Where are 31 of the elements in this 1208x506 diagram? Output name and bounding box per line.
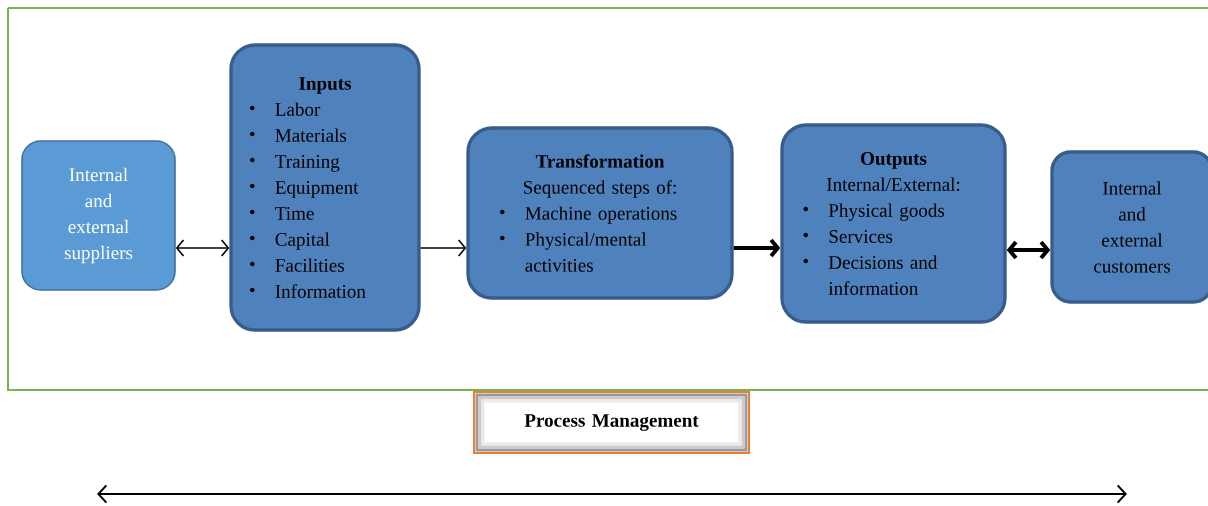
- arrow: [733, 238, 781, 258]
- subheading: Internal/External:: [826, 177, 960, 191]
- bullet-item: Facilities: [250, 258, 345, 272]
- bullet-item: Time: [250, 207, 314, 220]
- bullet-item: Equipment: [250, 181, 359, 198]
- bullet-item: Labor: [250, 102, 321, 116]
- bullet-item: Information: [250, 284, 366, 298]
- subheading: Sequenced steps of:: [524, 180, 676, 198]
- title-box: [473, 391, 750, 454]
- process-box: [229, 43, 421, 332]
- node-text: Internal and external customers: [1094, 181, 1170, 273]
- box-title: Process Management: [524, 414, 699, 431]
- supplier-box: [21, 140, 176, 291]
- bullet-item: Materials: [250, 128, 347, 142]
- bullet-item: Training: [250, 155, 340, 172]
- arrow: [419, 239, 467, 257]
- box-heading: Transformation: [535, 154, 665, 168]
- bullet-item: Machine operations: [500, 206, 677, 224]
- arrow: [175, 239, 230, 257]
- box-heading: Outputs: [861, 152, 927, 169]
- arrow: [1006, 240, 1051, 260]
- process-box: [466, 126, 734, 300]
- bullet-item: Capital: [250, 232, 330, 250]
- bullet-item: Services: [803, 230, 893, 243]
- process-box: [780, 123, 1007, 324]
- customer-box: [1050, 150, 1208, 304]
- bullet-item: Physical/mental activities: [500, 232, 647, 272]
- bullet-item: Decisions and information: [803, 255, 938, 295]
- bullet-item: Physical goods: [803, 203, 945, 221]
- node-text: Internal and external suppliers: [64, 167, 133, 264]
- box-heading: Inputs: [299, 77, 352, 94]
